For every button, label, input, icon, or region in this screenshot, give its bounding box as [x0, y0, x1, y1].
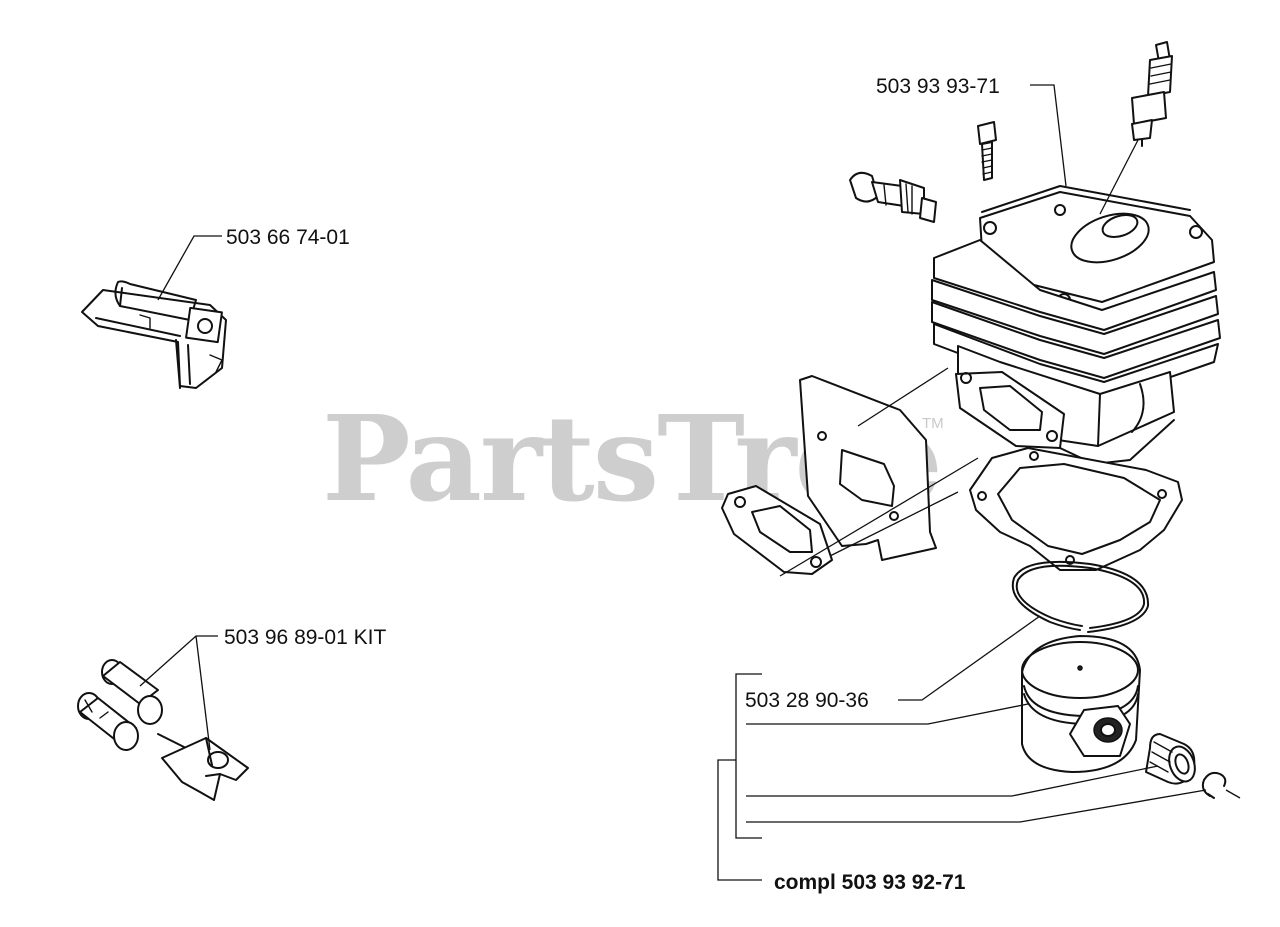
- heat-shield-plate-drawing: [799, 375, 937, 561]
- leader-lines: [139, 84, 1241, 881]
- kit-parts-drawing: [77, 659, 249, 801]
- trademark-mark: TM: [922, 415, 944, 432]
- screw-drawing: [977, 121, 997, 181]
- decompression-valve-drawing: [849, 171, 937, 223]
- needle-bearing-drawing: [1145, 733, 1196, 785]
- callout-cylinder-head[interactable]: 503 93 93-71: [876, 75, 1000, 98]
- callout-kit[interactable]: 503 96 89-01 KIT: [224, 626, 387, 649]
- callout-heat-shield[interactable]: 503 66 74-01: [226, 226, 350, 249]
- callout-piston-ring[interactable]: 503 28 90-36: [745, 689, 869, 712]
- base-gasket-drawing: [969, 447, 1183, 571]
- cylinder-drawing: [931, 185, 1221, 465]
- piston-drawing: [1021, 635, 1141, 773]
- exhaust-gasket-drawing: [721, 485, 833, 575]
- heat-shield-bracket-drawing: [81, 280, 227, 389]
- piston-ring-drawing: [1011, 560, 1150, 633]
- callout-complete-assembly[interactable]: compl 503 93 92-71: [774, 871, 966, 894]
- circlip-drawing: [1201, 771, 1227, 799]
- spark-plug-drawing: [1131, 41, 1173, 147]
